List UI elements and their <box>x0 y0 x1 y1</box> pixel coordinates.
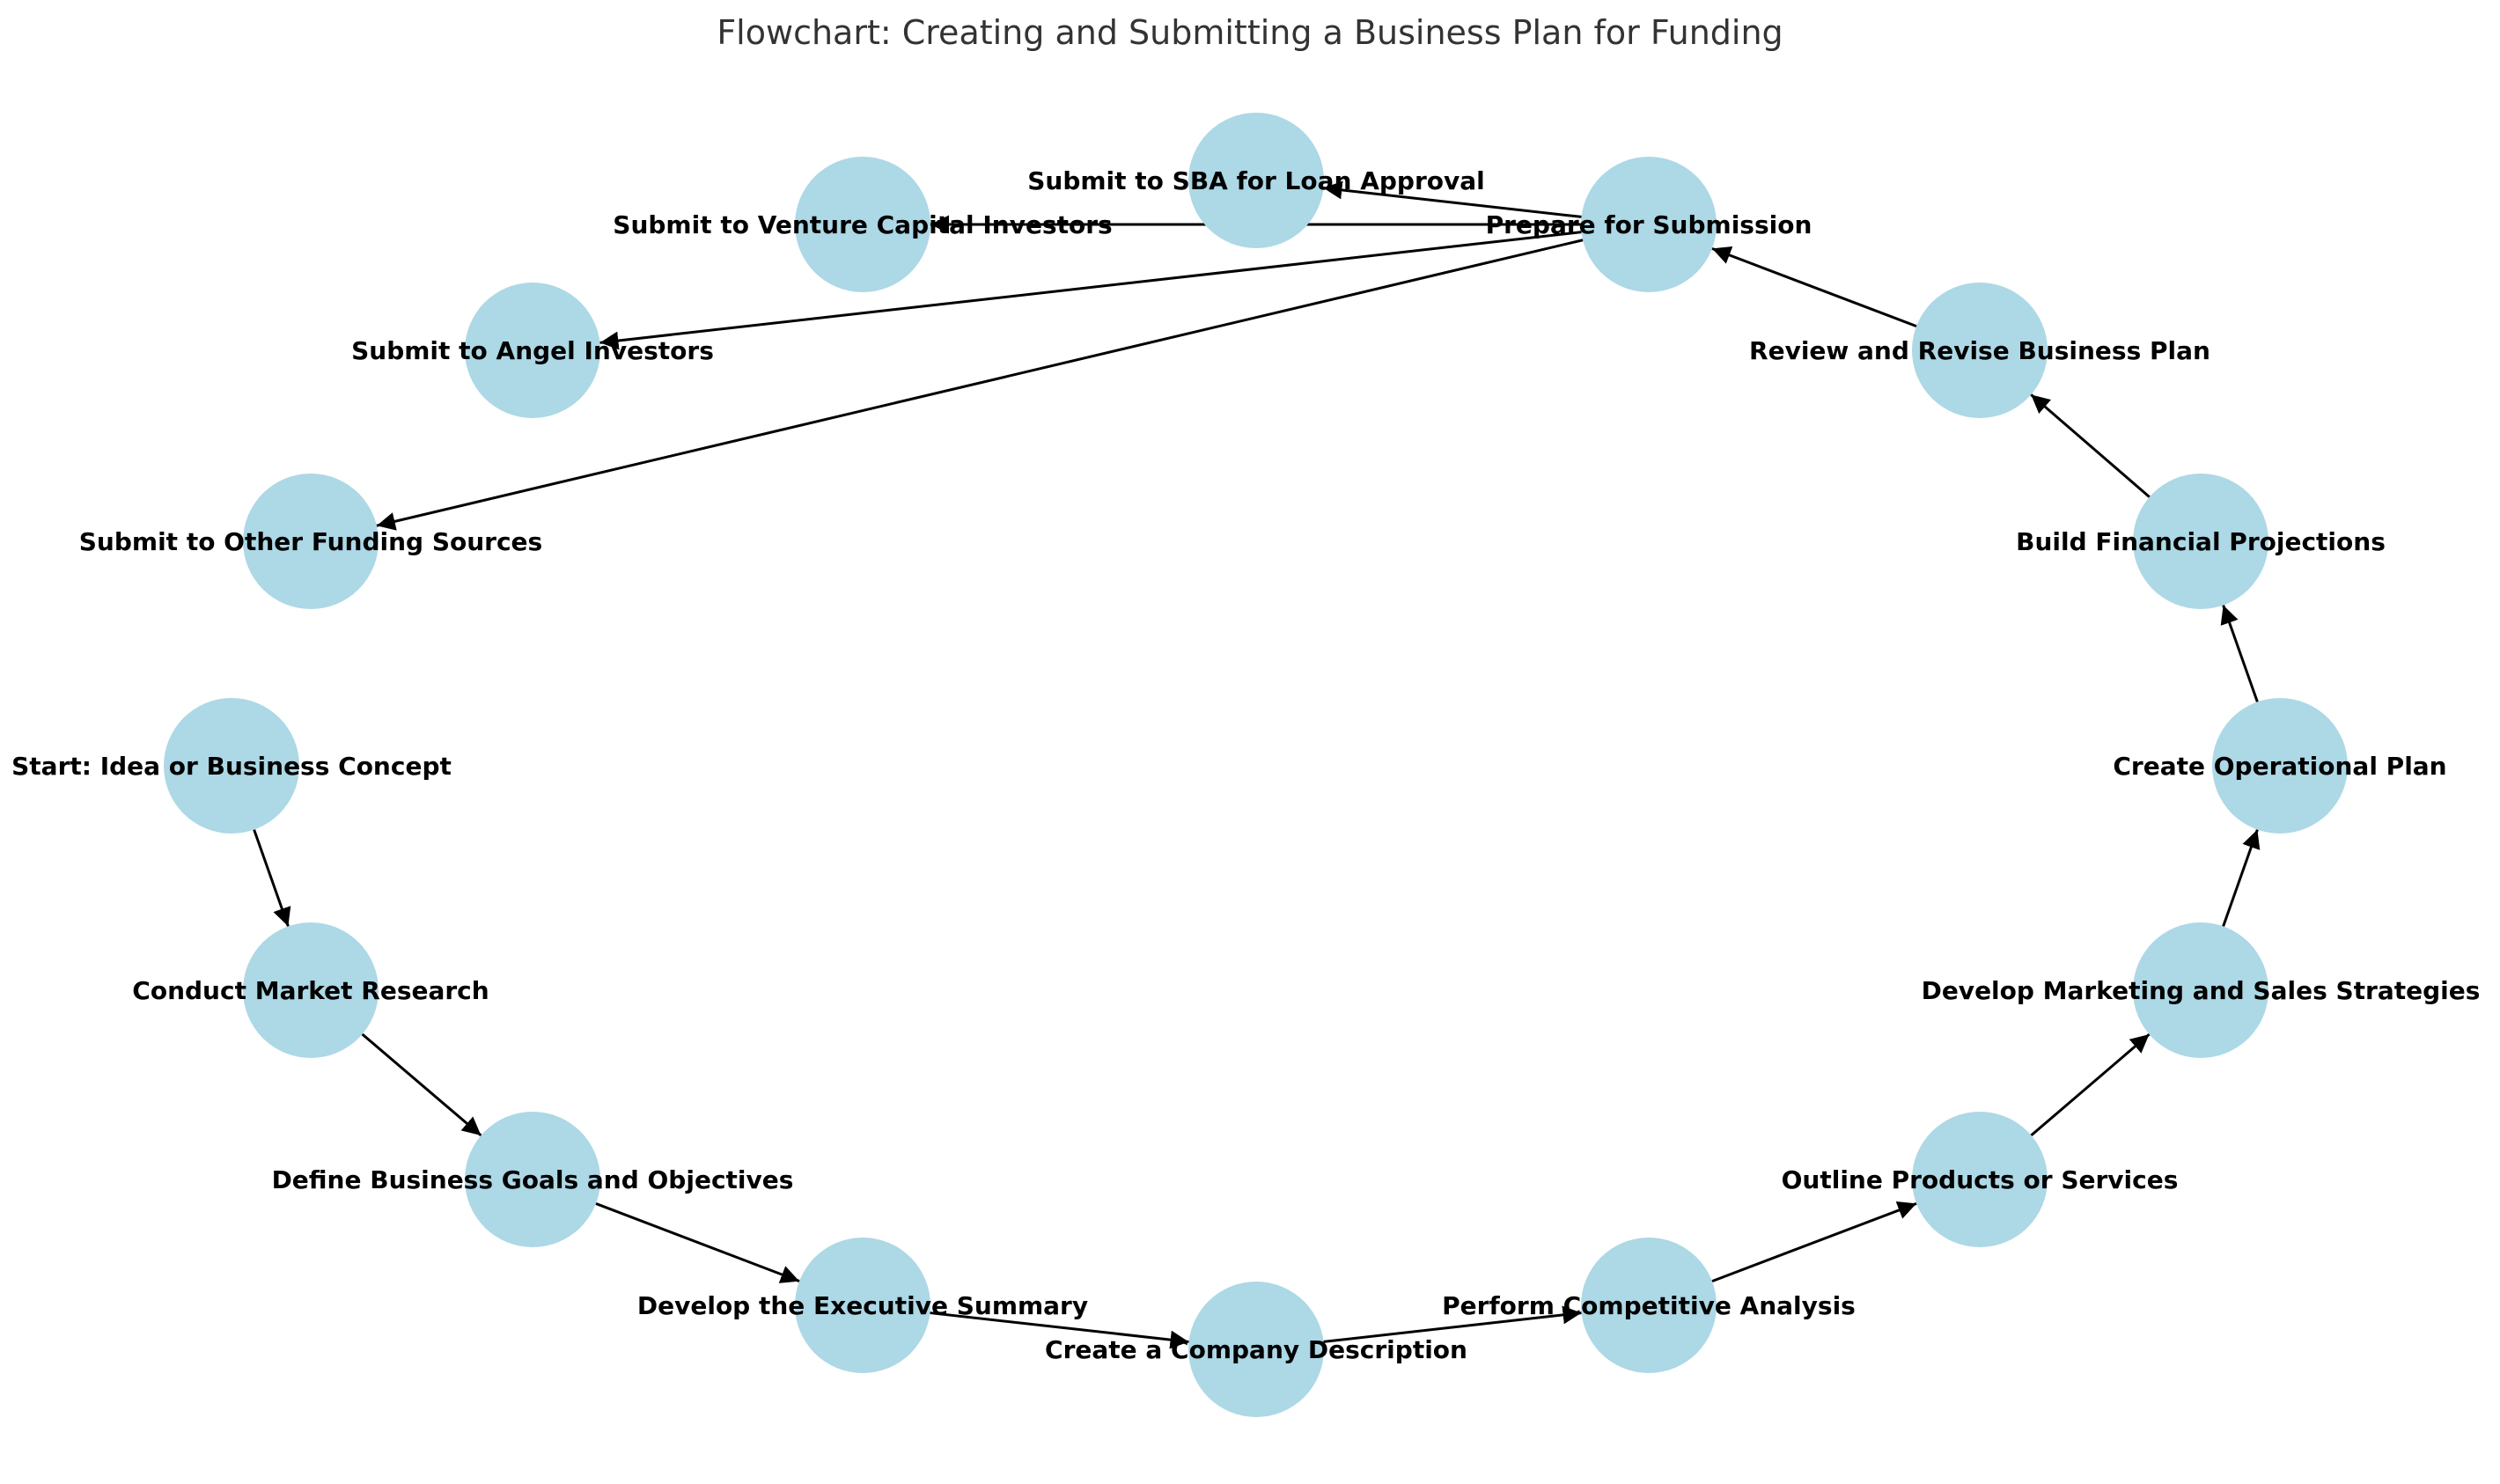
node-label-operational: Create Operational Plan <box>2113 752 2446 781</box>
edge-start-to-research <box>253 829 291 927</box>
node-label-products: Outline Products or Services <box>1782 1165 2179 1194</box>
edge-financial-to-review <box>2030 393 2151 498</box>
node-other <box>243 474 379 609</box>
diagram-title: Flowchart: Creating and Submitting a Bus… <box>717 13 1783 52</box>
node-label-exec: Develop the Executive Summary <box>637 1291 1088 1320</box>
node-label-start: Start: Idea or Business Concept <box>11 752 452 781</box>
edge-goals-to-exec <box>595 1202 800 1283</box>
node-research <box>243 922 379 1058</box>
node-label-competitive: Perform Competitive Analysis <box>1442 1291 1856 1320</box>
node-company <box>1188 1282 1324 1417</box>
node-financial <box>2133 474 2268 609</box>
node-competitive <box>1581 1238 1717 1373</box>
node-label-review: Review and Revise Business Plan <box>1749 336 2210 365</box>
node-marketing <box>2133 922 2268 1058</box>
node-goals <box>465 1112 600 1247</box>
node-label-vc: Submit to Venture Capital Investors <box>613 210 1112 239</box>
node-label-other: Submit to Other Funding Sources <box>79 527 542 556</box>
edge-prepare-to-other <box>376 239 1584 531</box>
node-sba <box>1188 113 1324 248</box>
node-review <box>1912 283 2048 418</box>
edge-research-to-goals <box>361 1032 482 1137</box>
node-vc <box>795 157 930 292</box>
edge-company-to-competitive <box>1323 1305 1582 1343</box>
node-operational <box>2212 698 2348 834</box>
node-label-research: Conduct Market Research <box>132 976 489 1005</box>
node-label-angel: Submit to Angel Investors <box>351 336 714 365</box>
edge-products-to-marketing <box>2030 1032 2151 1137</box>
edge-review-to-prepare <box>1711 246 1917 328</box>
node-start <box>164 698 299 834</box>
edge-operational-to-financial <box>2220 605 2259 702</box>
node-prepare <box>1581 157 1717 292</box>
edge-exec-to-company <box>930 1311 1189 1349</box>
node-label-sba: Submit to SBA for Loan Approval <box>1027 166 1485 195</box>
node-label-goals: Define Business Goals and Objectives <box>272 1165 794 1194</box>
edge-marketing-to-operational <box>2222 829 2261 927</box>
node-label-financial: Build Financial Projections <box>2016 527 2386 556</box>
node-exec <box>795 1238 930 1373</box>
node-label-prepare: Prepare for Submission <box>1486 210 1812 239</box>
nodes-layer <box>164 113 2348 1417</box>
edge-prepare-to-sba <box>1323 180 1582 218</box>
node-label-marketing: Develop Marketing and Sales Strategies <box>1922 976 2481 1005</box>
edge-prepare-to-angel <box>599 231 1582 350</box>
node-label-company: Create a Company Description <box>1045 1335 1467 1364</box>
edge-competitive-to-products <box>1711 1201 1917 1283</box>
node-angel <box>465 283 600 418</box>
node-products <box>1912 1112 2048 1247</box>
